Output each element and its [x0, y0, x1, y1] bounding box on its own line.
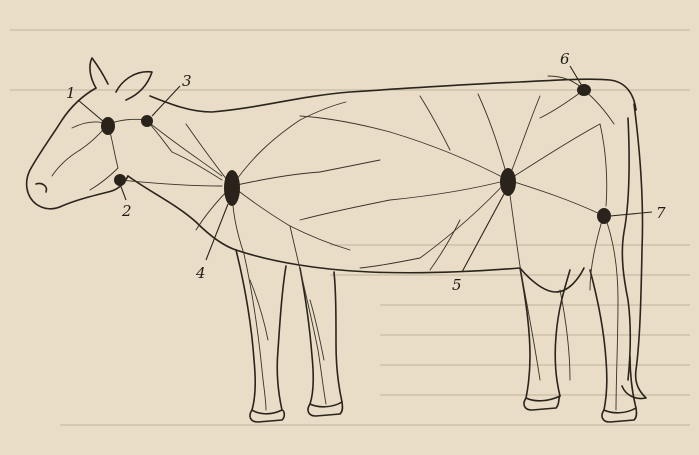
lymph-node-5	[500, 168, 516, 196]
lymph-vessels	[52, 76, 618, 410]
number-labels: 1 2 3 4 5 6 7	[66, 50, 666, 294]
label-7: 7	[656, 204, 666, 222]
lymph-node-3	[141, 115, 153, 127]
lymph-node-4	[224, 170, 240, 206]
label-3: 3	[182, 72, 192, 90]
label-2: 2	[121, 202, 132, 220]
lymph-node-1	[101, 117, 115, 135]
label-4: 4	[195, 264, 206, 282]
leader-lines	[78, 66, 652, 272]
lymph-nodes	[101, 84, 611, 224]
label-5: 5	[452, 276, 462, 294]
cow-outline	[27, 58, 646, 422]
lymph-node-6	[577, 84, 591, 96]
label-6: 6	[560, 50, 570, 68]
label-1: 1	[66, 84, 76, 102]
lymph-node-7	[597, 208, 611, 224]
